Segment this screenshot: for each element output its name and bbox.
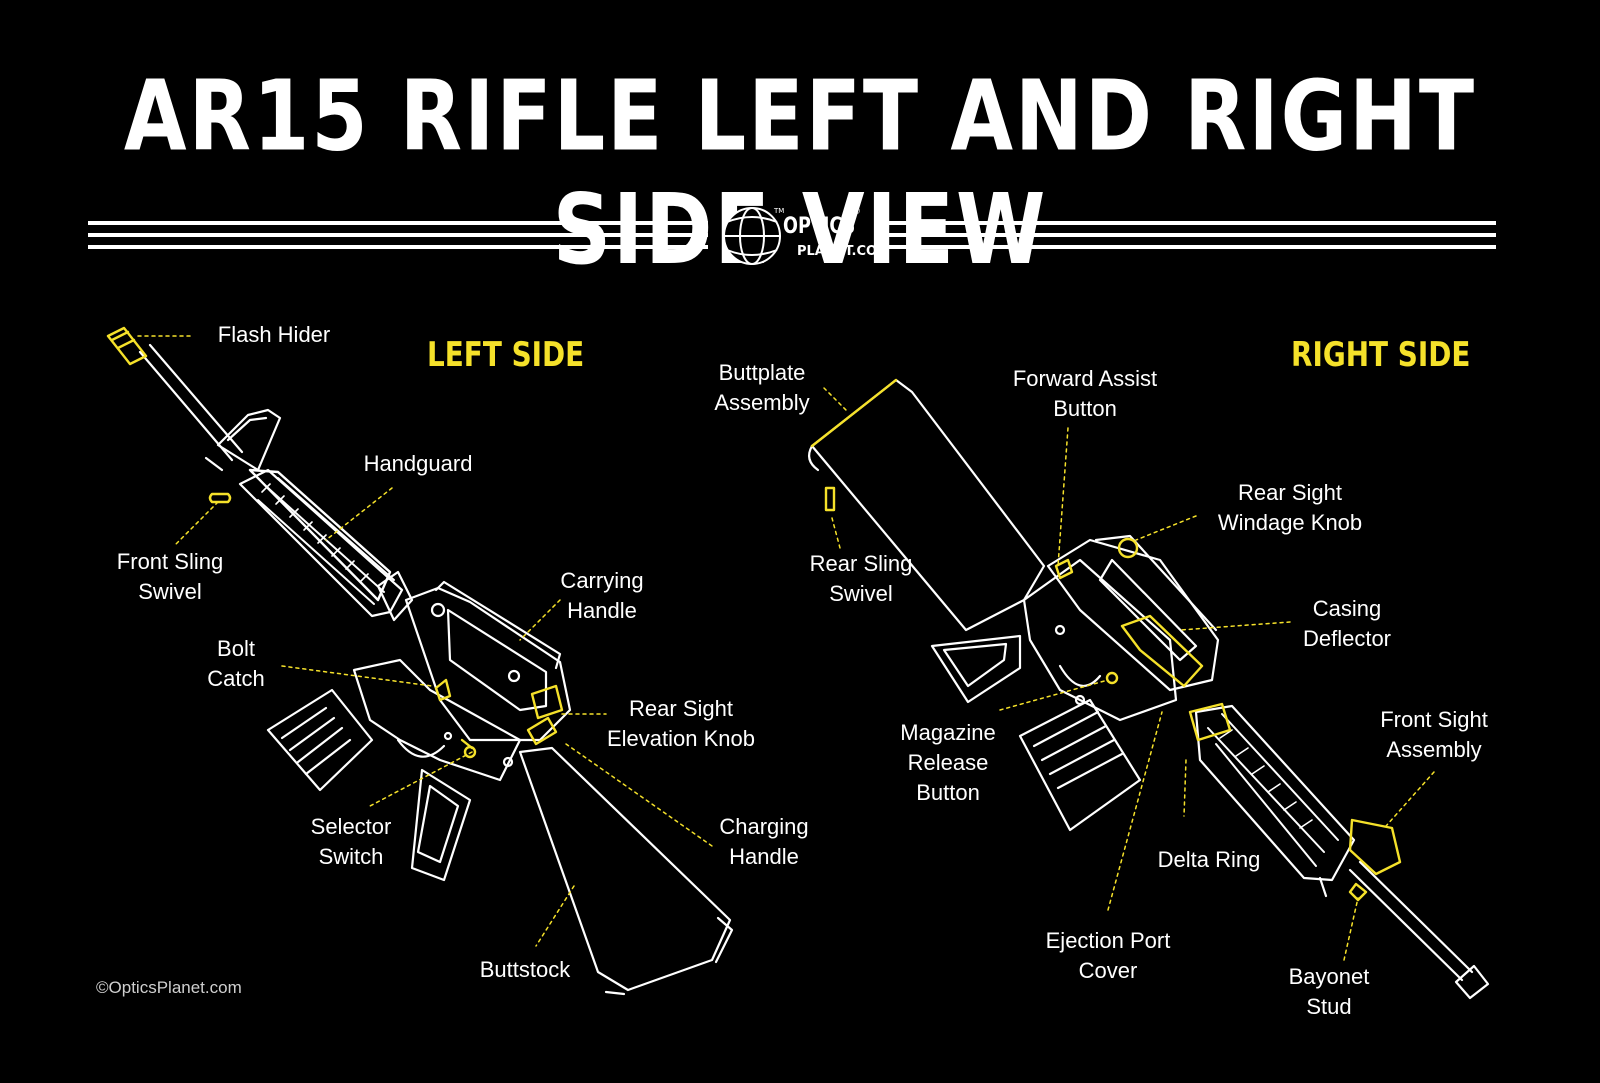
label-flash-hider: Flash Hider (217, 322, 331, 347)
left-highlights (106, 326, 564, 759)
copyright-notice: ©OpticsPlanet.com (96, 978, 242, 997)
logo-line1: OPTICS (783, 214, 856, 239)
right-rifle (807, 378, 1490, 1000)
logo-line2: PLANET.COM (797, 244, 890, 259)
label-delta-ring: Delta Ring (1157, 847, 1261, 872)
logo-registered: ® (852, 207, 861, 217)
label-buttstock: Buttstock (479, 957, 571, 982)
label-handguard: Handguard (363, 451, 473, 476)
left-rifle (138, 343, 734, 996)
logo-tm: TM (774, 207, 785, 215)
right-highlights (810, 378, 1402, 902)
right-side-heading: RIGHT SIDE (1291, 335, 1471, 375)
left-side-heading: LEFT SIDE (427, 335, 585, 375)
globe-icon (723, 207, 781, 265)
leader-lines (137, 335, 1435, 961)
page-title: AR15 RIFLE LEFT AND RIGHT SIDE VIEW (123, 60, 1477, 287)
